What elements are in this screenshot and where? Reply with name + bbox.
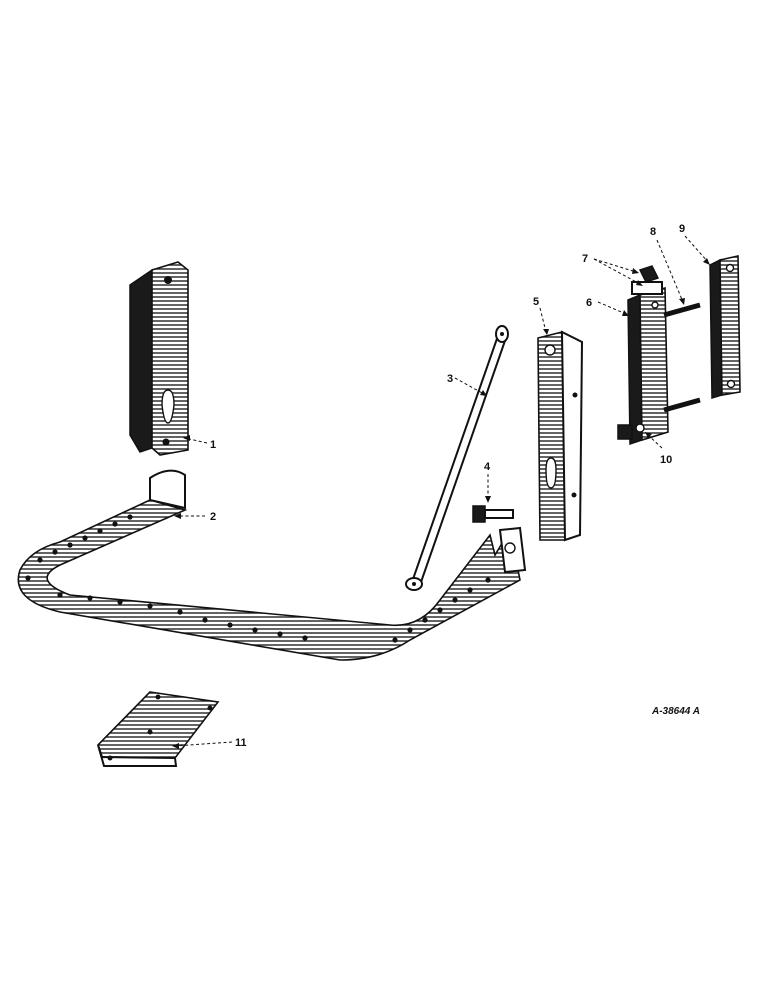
callout-6: 6 [586, 297, 592, 309]
part-5-right-bracket [537, 330, 584, 542]
part-2-u-frame [17, 469, 527, 661]
callout-3: 3 [447, 373, 453, 385]
callout-8: 8 [650, 226, 656, 238]
part-6-clamp-assembly [617, 265, 701, 446]
callout-5: 5 [533, 296, 539, 308]
callout-9: 9 [679, 223, 685, 235]
part-4-bolt [472, 505, 514, 523]
callout-2: 2 [210, 511, 216, 523]
callout-4: 4 [484, 461, 491, 473]
callout-1: 1 [210, 439, 216, 451]
callout-10: 10 [660, 454, 672, 466]
part-1-left-bracket [129, 261, 189, 456]
leader-lines [172, 235, 710, 749]
part-11-tapered-plate [97, 691, 220, 767]
part-9-flat-bar [709, 255, 741, 400]
frame-holes [25, 514, 491, 643]
callout-11: 11 [235, 737, 247, 749]
callout-7: 7 [582, 253, 588, 265]
drawing-reference-code: A-38644 A [651, 706, 700, 717]
